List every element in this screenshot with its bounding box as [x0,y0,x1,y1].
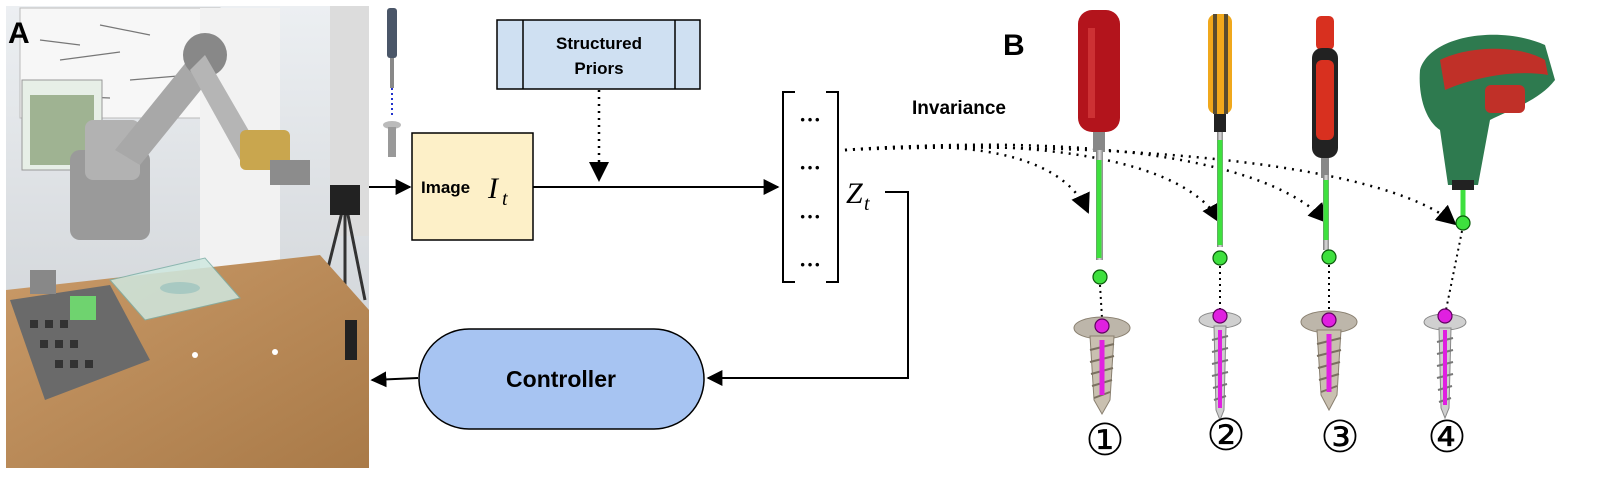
screw-4 [1423,313,1467,420]
latent-vector [782,91,839,283]
panel-b-label: B [1003,29,1025,62]
tool-3-red-black-screwdriver [1312,16,1338,250]
latent-var-sub: t [864,193,870,215]
image-node-label: Image [421,178,470,197]
tool-number-3: ③ [1320,412,1359,463]
screw-2 [1198,311,1242,422]
tool-number-4: ④ [1427,412,1466,463]
tool-2-yellow-screwdriver [1208,14,1232,247]
robot-photo [6,6,369,468]
latent-var: Z [846,177,863,210]
priors-line1: Structured [556,34,642,53]
tool-number-1: ① [1085,415,1124,466]
screw-head-markers [1094,308,1453,334]
latent-entry-4: ··· [799,252,821,277]
invariance-arrows [844,143,1457,226]
invariance-label: Invariance [912,98,1006,119]
image-var-sub: t [502,188,508,210]
input-tool-icon [383,8,401,157]
tool-1-red-screwdriver [1078,10,1120,260]
latent-entry-1: ··· [799,107,821,132]
controller-label: Controller [506,366,616,392]
controller-node [418,328,705,430]
tool-4-power-screwdriver [1419,34,1555,218]
tip-screw-links [1099,230,1463,319]
tool-number-2: ② [1206,410,1245,461]
priors-line2: Priors [574,59,623,78]
latent-entry-3: ··· [799,204,821,229]
image-var: I [487,172,500,205]
image-node [411,132,534,241]
panel-a-label: A [8,17,30,50]
latent-entry-2: ··· [799,155,821,180]
structured-priors-node [496,19,701,90]
tool-tip-markers [1092,215,1471,285]
